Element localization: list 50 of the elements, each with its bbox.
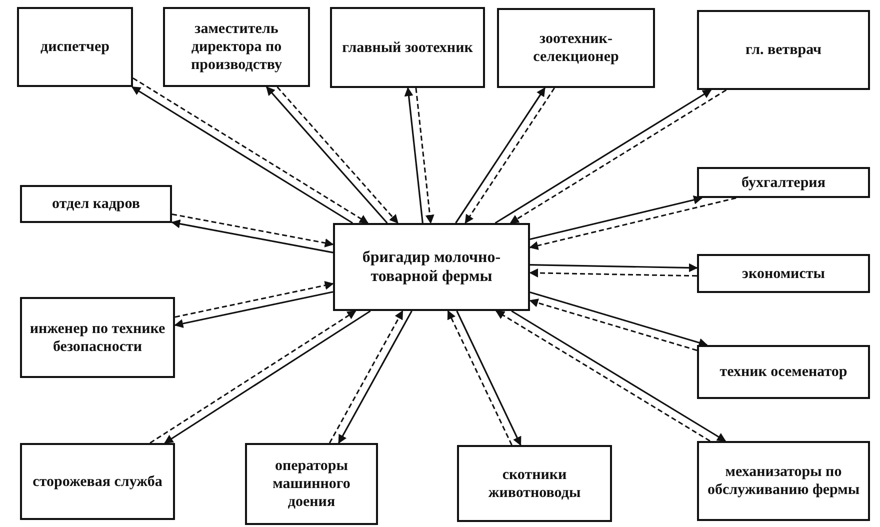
arrow	[455, 87, 546, 224]
role-box	[697, 167, 870, 198]
node-text: отдел кадров	[52, 195, 140, 213]
role-box	[20, 185, 172, 223]
node-text: гл. ветврач	[746, 41, 822, 59]
node-text: бухгалтерия	[742, 174, 826, 192]
node-text: операторы машинного доения	[272, 457, 352, 511]
arrow	[404, 87, 424, 224]
dashed-arrow	[464, 88, 556, 224]
role-box	[497, 8, 655, 88]
central-box	[333, 223, 530, 311]
role-box	[20, 297, 175, 378]
role-box	[245, 443, 378, 525]
node-text: заместитель директора по производству	[190, 20, 283, 74]
node-text: диспетчер	[40, 38, 110, 56]
node-text: механизаторы по обслуживанию фермы	[706, 463, 861, 499]
role-box	[697, 441, 870, 521]
dashed-arrow	[529, 268, 698, 278]
role-box	[457, 445, 612, 522]
node-text: техник осеменатор	[720, 363, 848, 381]
node-text: главный зоотехник	[342, 38, 473, 56]
arrow	[530, 263, 698, 272]
node-text: бригадир молочно-товарной фермы	[361, 248, 502, 286]
role-box	[20, 443, 175, 520]
node-text: экономисты	[742, 264, 825, 282]
node-text: зоотехник-селекционер	[532, 30, 620, 66]
role-box	[17, 7, 133, 87]
dashed-arrow	[415, 88, 434, 224]
dashed-arrow	[529, 197, 736, 250]
role-box	[697, 345, 870, 399]
node-text: сторожевая служба	[32, 472, 162, 490]
arrow	[530, 291, 708, 347]
role-box	[697, 254, 870, 293]
node-text: инженер по технике безопасности	[28, 320, 166, 356]
node-text: скотники животноводы	[487, 466, 582, 502]
dashed-arrow	[172, 213, 334, 248]
role-box	[697, 10, 870, 90]
arrow	[338, 310, 412, 444]
arrow	[171, 219, 334, 254]
dashed-arrow	[174, 280, 334, 318]
arrow	[530, 196, 703, 240]
dashed-arrow	[529, 298, 698, 352]
role-box	[330, 7, 485, 88]
dashed-arrow	[328, 310, 404, 444]
arrow	[266, 86, 388, 224]
dashed-arrow	[447, 310, 512, 446]
role-box	[163, 7, 310, 87]
arrow	[456, 310, 522, 446]
dashed-arrow	[276, 86, 398, 224]
arrow	[174, 291, 334, 328]
